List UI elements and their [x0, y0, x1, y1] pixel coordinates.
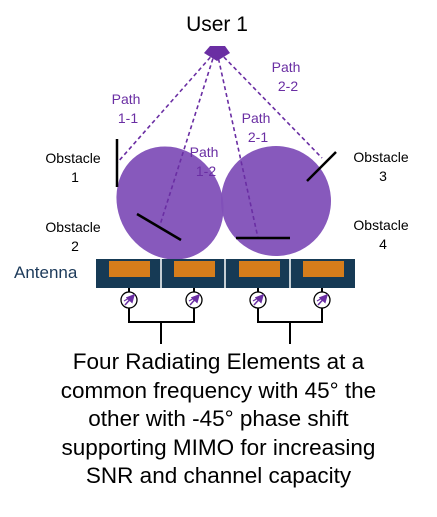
obstacle-label-1-line1: Obstacle	[45, 150, 100, 166]
path-label-1-1-line2: 1-1	[118, 110, 138, 126]
obstacle-3-line	[306, 151, 337, 182]
obstacle-label-4-line2: 4	[379, 236, 387, 252]
caption-line-2: common frequency with 45° the	[60, 377, 377, 403]
feed-network-right	[257, 308, 323, 344]
path-label-2-2: Path 2-2	[272, 59, 305, 94]
path-label-1-2-line2: 1-2	[196, 163, 216, 179]
path-label-2-2-line2: 2-2	[278, 78, 298, 94]
caption-line-4: supporting MIMO for increasing	[61, 434, 376, 460]
path-label-2-1-line2: 2-1	[248, 129, 268, 145]
path-label-1-2: Path 1-2	[190, 144, 223, 179]
path-2-1-line	[216, 51, 259, 239]
obstacle-label-1: Obstacle 1	[45, 150, 104, 185]
path-label-1-2-line1: Path	[190, 144, 219, 160]
caption-line-3: other with -45° phase shift	[88, 406, 349, 431]
phase-shifter-icon-4	[313, 291, 331, 309]
phase-shifter-icon-1	[120, 291, 138, 309]
obstacle-label-1-line2: 1	[71, 169, 79, 185]
path-label-2-2-line1: Path	[272, 59, 301, 75]
obstacle-label-4: Obstacle 4	[353, 217, 412, 252]
radiating-element-2	[174, 261, 215, 277]
obstacle-label-2-line2: 2	[71, 238, 79, 254]
caption: Four Radiating Elements at a common freq…	[0, 348, 437, 491]
obstacle-label-3-line1: Obstacle	[353, 149, 408, 165]
radiating-element-1	[109, 261, 150, 277]
feed-network-left	[128, 308, 195, 344]
obstacle-2-line	[136, 212, 182, 242]
path-label-1-1: Path 1-1	[112, 91, 145, 126]
obstacle-label-2: Obstacle 2	[45, 219, 104, 254]
obstacle-label-3: Obstacle 3	[353, 149, 412, 184]
phase-shifter-icon-3	[249, 291, 267, 309]
path-label-2-1-line1: Path	[242, 110, 271, 126]
radiating-element-3	[239, 261, 280, 277]
antenna-label: Antenna	[14, 263, 78, 282]
radiation-lobe-left	[116, 146, 224, 260]
path-1-2-line	[159, 51, 216, 226]
obstacle-label-3-line2: 3	[379, 168, 387, 184]
caption-line-1: Four Radiating Elements at a	[72, 349, 365, 374]
user-label: User 1	[186, 13, 248, 36]
path-label-2-1: Path 2-1	[242, 110, 275, 145]
path-label-1-1-line1: Path	[112, 91, 141, 107]
obstacle-label-2-line1: Obstacle	[45, 219, 100, 235]
obstacle-label-4-line1: Obstacle	[353, 217, 408, 233]
radiating-element-4	[303, 261, 344, 277]
phase-shifter-icon-2	[185, 291, 203, 309]
path-2-2-line	[218, 51, 323, 159]
caption-line-5: SNR and channel capacity	[85, 463, 352, 488]
radiation-lobe-right	[221, 146, 331, 256]
user-device-icon	[204, 46, 230, 61]
path-1-1-line	[116, 51, 216, 164]
